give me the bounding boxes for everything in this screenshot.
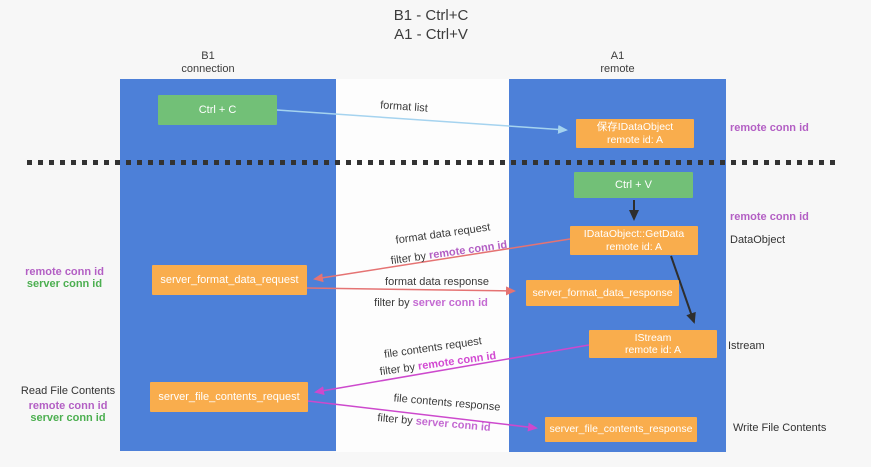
istream-line2: remote id: A <box>624 344 682 356</box>
remote-conn-id-label-left-1: remote conn id <box>25 266 104 278</box>
dataobject-label: DataObject <box>730 234 786 246</box>
ctrl-v-label: Ctrl + V <box>615 178 652 191</box>
remote-conn-id-label-mid: remote conn id <box>730 211 809 223</box>
server-file-contents-request-label: server_file_contents_request <box>158 390 300 403</box>
diagram-title: B1 - Ctrl+C A1 - Ctrl+V <box>0 6 862 44</box>
server-format-data-response-label: server_format_data_response <box>532 286 673 299</box>
phase-divider-dashed-line <box>27 160 837 165</box>
filter-by-text: filter by <box>374 297 413 309</box>
save-idataobject-line2: remote id: A <box>606 133 664 146</box>
remote-conn-id-label-top: remote conn id <box>730 122 809 134</box>
idataobject-getdata-box: IDataObject::GetData remote id: A <box>570 226 698 255</box>
left-column-subtitle: connection <box>181 63 235 75</box>
getdata-line2: remote id: A <box>605 240 663 253</box>
save-idataobject-box: 保存IDataObject remote id: A <box>576 119 694 148</box>
istream-box: IStream remote id: A <box>589 330 717 358</box>
right-column-subtitle: remote <box>600 63 635 75</box>
server-format-data-response-box: server_format_data_response <box>526 280 679 306</box>
server-format-data-request-label: server_format_data_request <box>160 273 299 286</box>
right-column-header: A1 remote <box>509 50 726 76</box>
right-column-name: A1 <box>610 50 625 62</box>
server-file-contents-request-box: server_file_contents_request <box>150 382 308 412</box>
format-request-conn-id-labels: remote conn id server conn id <box>22 266 107 290</box>
server-format-data-request-box: server_format_data_request <box>152 265 307 295</box>
format-data-response-filter-label: filter by server conn id <box>374 297 488 309</box>
ctrl-c-label: Ctrl + C <box>198 103 237 116</box>
read-file-contents-label: Read File Contents <box>20 385 116 397</box>
ctrl-v-box: Ctrl + V <box>574 172 693 198</box>
server-file-contents-response-label: server_file_contents_response <box>549 423 693 436</box>
filter-server-conn-id-text: server conn id <box>412 297 488 309</box>
save-idataobject-line1: 保存IDataObject <box>596 121 674 133</box>
format-data-response-label: format data response <box>385 276 489 288</box>
title-line-1: B1 - Ctrl+C <box>393 7 469 24</box>
server-conn-id-label-left-2: server conn id <box>30 412 106 424</box>
title-line-2: A1 - Ctrl+V <box>394 26 468 43</box>
istream-line1: IStream <box>634 331 672 344</box>
istream-side-label: Istream <box>728 340 765 352</box>
write-file-contents-label: Write File Contents <box>733 422 827 434</box>
left-column-header: B1 connection <box>100 50 316 76</box>
getdata-line1: IDataObject::GetData <box>583 228 685 240</box>
ctrl-c-box: Ctrl + C <box>158 95 277 125</box>
file-request-conn-id-labels: Read File Contents remote conn id server… <box>18 385 118 424</box>
remote-conn-id-label-left-2: remote conn id <box>28 400 108 412</box>
left-column-name: B1 <box>201 50 215 62</box>
server-conn-id-label-left-1: server conn id <box>26 278 103 290</box>
server-file-contents-response-box: server_file_contents_response <box>545 417 697 442</box>
